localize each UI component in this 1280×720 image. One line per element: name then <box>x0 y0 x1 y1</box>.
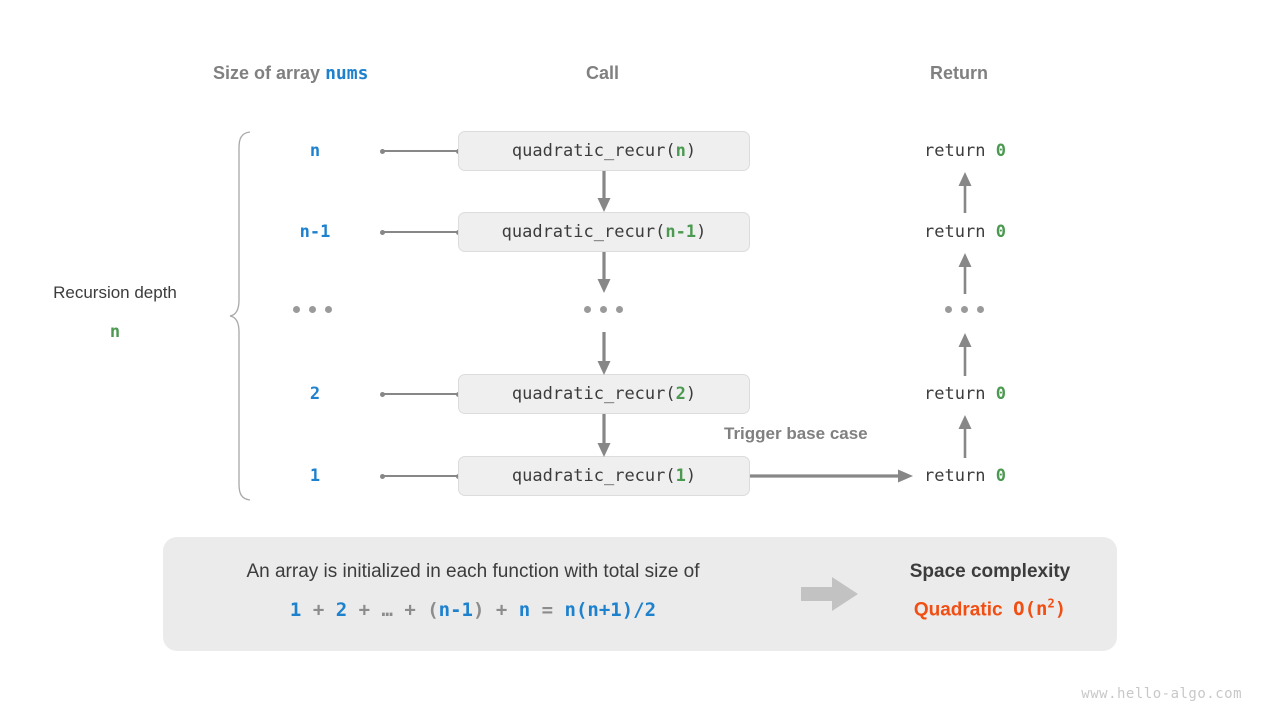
complexity-bigo-tail: ) <box>1054 598 1067 621</box>
space-complexity-value: Quadratic O(n2) <box>863 597 1117 621</box>
size-label: 2 <box>309 384 321 404</box>
connector-line <box>380 391 461 397</box>
formula-term-1: 1 <box>289 599 302 621</box>
recursion-depth-brace <box>228 130 254 502</box>
call-box[interactable]: quadratic_recur(1) <box>458 456 750 496</box>
size-label: 1 <box>309 466 321 486</box>
header-size-text: Size of array <box>213 63 326 83</box>
call-box[interactable]: quadratic_recur(2) <box>458 374 750 414</box>
call-arrow-down-2 <box>593 252 615 294</box>
call-arg: n <box>675 141 686 161</box>
call-arrow-down-4 <box>593 414 615 458</box>
call-paren: ) <box>685 466 697 486</box>
call-box[interactable]: quadratic_recur(n-1) <box>458 212 750 252</box>
return-value: 0 <box>995 141 1006 161</box>
return-value: 0 <box>995 466 1006 486</box>
call-paren: ) <box>685 141 697 161</box>
return-keyword: return <box>924 222 996 242</box>
return-keyword: return <box>924 466 996 486</box>
call-paren: ) <box>696 222 707 242</box>
complexity-exponent: 2 <box>1047 597 1055 611</box>
base-case-arrow <box>750 465 914 487</box>
formula-op-4: = <box>530 599 565 621</box>
return-keyword: return <box>924 141 996 161</box>
return-label: return 0 <box>880 374 1050 414</box>
header-return: Return <box>930 63 988 83</box>
header-size-of-array: Size of array nums <box>213 63 368 84</box>
call-arg: n-1 <box>665 222 697 242</box>
call-row-1: 1 quadratic_recur(1) return 0 <box>0 456 1280 496</box>
return-label: return 0 <box>880 212 1050 252</box>
call-name: quadratic_recur( <box>511 141 676 161</box>
summary-left: An array is initialized in each function… <box>163 537 783 651</box>
size-ellipsis-dots <box>293 306 332 313</box>
summary-formula: 1 + 2 + … + (n-1) + n = n(n+1)/2 <box>163 599 783 621</box>
formula-term-4: n <box>518 599 531 621</box>
call-row-2: 2 quadratic_recur(2) return 0 <box>0 374 1280 414</box>
return-label: return 0 <box>880 131 1050 171</box>
complexity-bigo-head: O(n <box>1013 598 1048 621</box>
call-name: quadratic_recur( <box>501 222 666 242</box>
call-ellipsis-dots <box>584 306 623 313</box>
complexity-bigo: O(n2) <box>1013 597 1067 621</box>
call-arg: 2 <box>675 384 686 404</box>
recursion-depth-value: n <box>109 322 121 342</box>
call-paren: ) <box>685 384 697 404</box>
call-box[interactable]: quadratic_recur(n) <box>458 131 750 171</box>
watermark: www.hello-algo.com <box>1081 686 1242 702</box>
connector-line <box>380 473 461 479</box>
return-label: return 0 <box>880 456 1050 496</box>
call-arg: 1 <box>675 466 686 486</box>
call-name: quadratic_recur( <box>511 466 676 486</box>
right-arrow-icon <box>801 576 859 612</box>
call-name: quadratic_recur( <box>511 384 676 404</box>
size-label: n <box>309 141 321 161</box>
call-arrow-down-1 <box>593 171 615 213</box>
return-value: 0 <box>995 222 1006 242</box>
connector-line <box>380 148 461 154</box>
formula-op-2: + … + ( <box>347 599 439 621</box>
size-label: n-1 <box>299 222 331 242</box>
call-row-ellipsis <box>0 290 1280 330</box>
call-row-n-minus-1: n-1 quadratic_recur(n-1) return 0 <box>0 212 1280 252</box>
formula-op-1: + <box>301 599 336 621</box>
formula-op-3: ) + <box>473 599 519 621</box>
return-keyword: return <box>924 384 996 404</box>
return-arrow-up-3 <box>954 332 976 376</box>
call-row-n: n quadratic_recur(n) return 0 <box>0 131 1280 171</box>
summary-right: Space complexity Quadratic O(n2) <box>863 537 1117 651</box>
summary-panel: An array is initialized in each function… <box>163 537 1117 651</box>
return-ellipsis-dots <box>945 306 984 313</box>
trigger-base-case-label: Trigger base case <box>724 424 868 443</box>
connector-line <box>380 229 461 235</box>
formula-term-2: 2 <box>335 599 348 621</box>
space-complexity-title: Space complexity <box>909 561 1071 582</box>
formula-term-3: n-1 <box>438 599 473 621</box>
formula-result: n(n+1)/2 <box>564 599 657 621</box>
header-size-mono: nums <box>325 63 369 84</box>
return-arrow-up-1 <box>954 171 976 213</box>
header-call: Call <box>586 63 620 83</box>
return-value: 0 <box>995 384 1006 404</box>
complexity-word: Quadratic <box>913 599 1003 621</box>
recursion-depth-label: Recursion depth <box>53 283 177 302</box>
summary-sentence: An array is initialized in each function… <box>246 561 700 582</box>
return-arrow-up-2 <box>954 252 976 294</box>
call-arrow-down-3 <box>593 332 615 376</box>
return-arrow-up-4 <box>954 414 976 458</box>
